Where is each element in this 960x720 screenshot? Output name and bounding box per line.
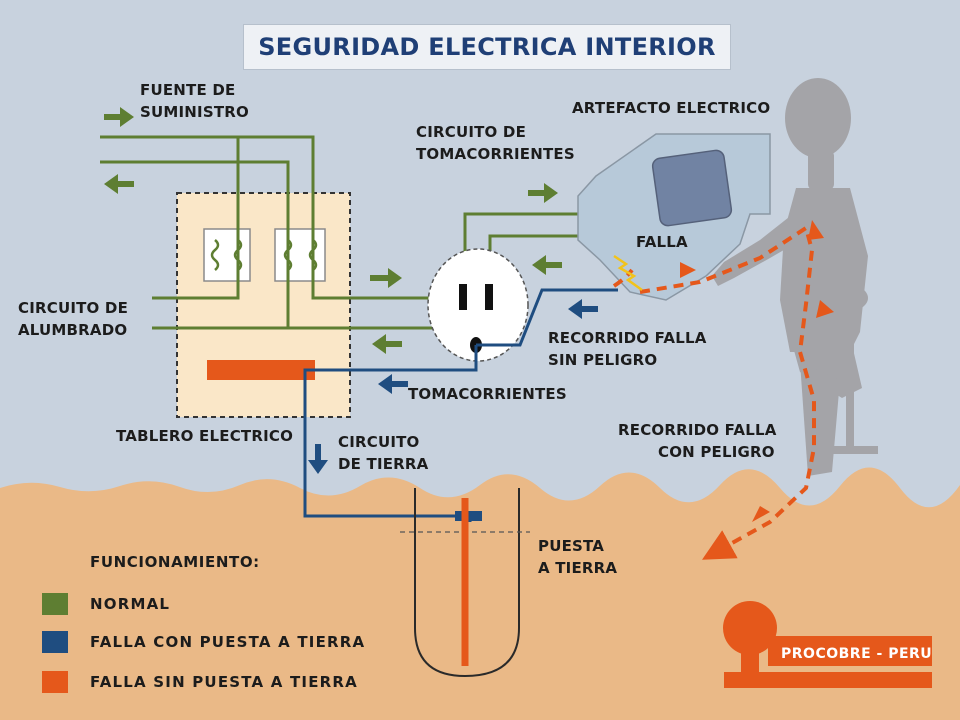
legend-swatch-normal (42, 593, 68, 615)
outlet-slot-right (485, 284, 493, 310)
page-title: SEGURIDAD ELECTRICA INTERIOR (258, 33, 716, 61)
breaker-right (274, 228, 326, 282)
title-banner: SEGURIDAD ELECTRICA INTERIOR (243, 24, 731, 70)
label-tierra-line1: CIRCUITO (338, 433, 420, 451)
label-con-peligro-line1: RECORRIDO FALLA (618, 421, 777, 439)
legend-label-no-ground: FALLA SIN PUESTA A TIERRA (90, 673, 358, 691)
legend-swatch-ground-fault (42, 631, 68, 653)
legend-item-no-ground: FALLA SIN PUESTA A TIERRA (42, 670, 358, 694)
legend-title: FUNCIONAMIENTO: (90, 553, 260, 571)
label-artefacto: ARTEFACTO ELECTRICO (572, 99, 771, 117)
procobre-logo (723, 601, 932, 688)
ground-pit (414, 488, 520, 678)
legend-item-ground-fault: FALLA CON PUESTA A TIERRA (42, 630, 365, 654)
legend-item-normal: NORMAL (42, 592, 170, 616)
label-fuente-line2: SUMINISTRO (140, 103, 249, 121)
tablero-box (176, 192, 351, 418)
danger-arrowheads (680, 220, 834, 522)
legend-label-normal: NORMAL (90, 595, 171, 613)
danger-path (612, 224, 816, 560)
label-falla: FALLA (636, 233, 688, 251)
label-puesta-line1: PUESTA (538, 537, 605, 555)
label-circuito-toma-line2: TOMACORRIENTES (416, 145, 575, 163)
label-puesta-line2: A TIERRA (538, 559, 618, 577)
breaker-coils (210, 239, 318, 271)
label-tierra-line2: DE TIERRA (338, 455, 429, 473)
label-circuito-toma-line1: CIRCUITO DE (416, 123, 527, 141)
normal-flow-arrows (104, 107, 562, 354)
spark-icon (613, 254, 643, 292)
label-tablero: TABLERO ELECTRICO (116, 427, 294, 445)
outlet-slot-left (459, 284, 467, 310)
label-sin-peligro-line2: SIN PELIGRO (548, 351, 658, 369)
label-con-peligro-line2: CON PELIGRO (658, 443, 775, 461)
ground-bar (207, 360, 315, 380)
label-tomacorrientes: TOMACORRIENTES (408, 385, 567, 403)
legend-swatch-no-ground (42, 671, 68, 693)
ground-fault-arrows (308, 299, 598, 474)
logo-text: PROCOBRE - PERU (781, 646, 933, 662)
label-alumbrado-line1: CIRCUITO DE (18, 299, 129, 317)
legend-label-ground-fault: FALLA CON PUESTA A TIERRA (90, 633, 366, 651)
appliance-shape (577, 133, 771, 301)
label-fuente-line1: FUENTE DE (140, 81, 236, 99)
label-alumbrado-line2: ALUMBRADO (18, 321, 128, 339)
outlet-housing (427, 248, 529, 362)
label-sin-peligro-line1: RECORRIDO FALLA (548, 329, 707, 347)
